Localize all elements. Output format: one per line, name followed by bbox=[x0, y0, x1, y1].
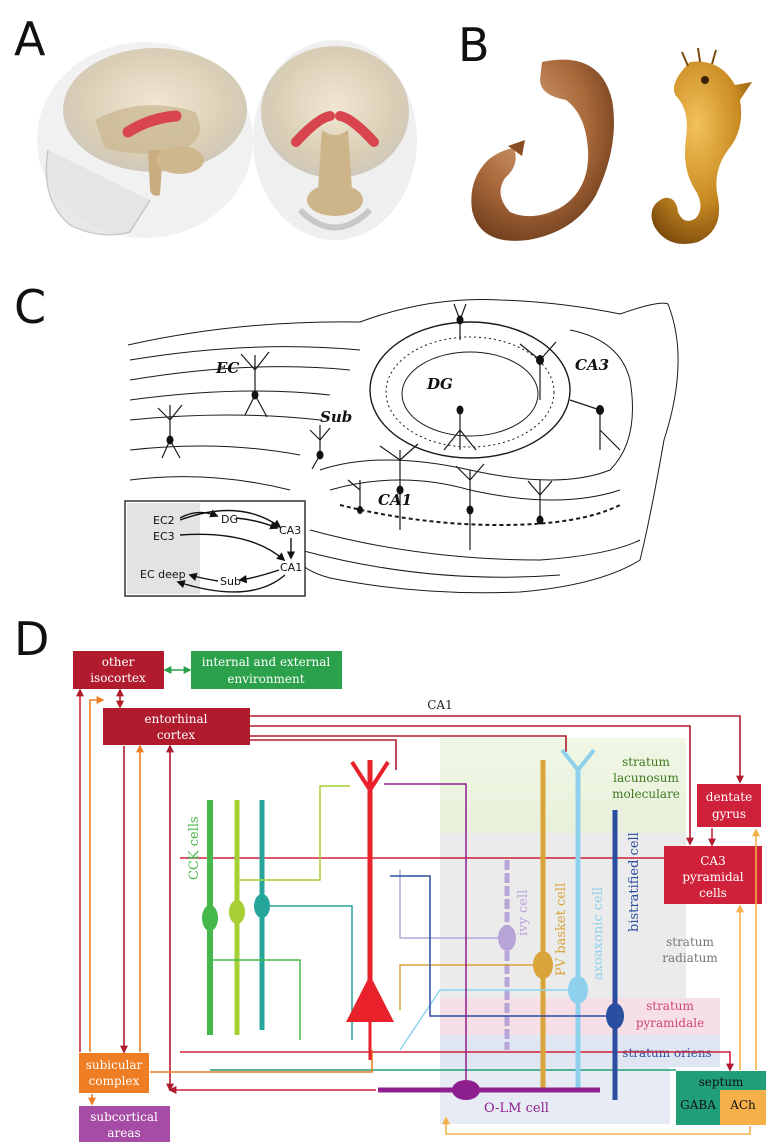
cell-label-olm: O-LM cell bbox=[484, 1101, 549, 1116]
inset-ec3: EC3 bbox=[153, 530, 175, 543]
svg-text:environment: environment bbox=[227, 672, 304, 686]
svg-text:cortex: cortex bbox=[157, 728, 196, 742]
panel-a-brain-frontal bbox=[253, 40, 417, 240]
svg-text:gyrus: gyrus bbox=[712, 807, 746, 821]
svg-text:internal and external: internal and external bbox=[202, 655, 331, 669]
svg-text:dentate: dentate bbox=[706, 790, 752, 804]
inset-ca3: CA3 bbox=[279, 524, 301, 537]
layer-label-slm-2: lacunosum bbox=[613, 771, 679, 785]
box-entorhinal-cortex: entorhinal cortex bbox=[103, 708, 250, 745]
svg-text:cells: cells bbox=[699, 886, 727, 900]
cck-cells bbox=[202, 786, 352, 1040]
diagram-title-ca1: CA1 bbox=[427, 698, 452, 712]
cell-label-bis: bistratified cell bbox=[627, 832, 642, 932]
box-subicular-complex: subicular complex bbox=[79, 1053, 149, 1093]
circuit-inset: EC2 EC3 DG CA3 CA1 Sub EC deep bbox=[125, 501, 305, 596]
box-ca3-pyramidal: CA3 pyramidal cells bbox=[664, 846, 762, 904]
layer-label-slm-1: stratum bbox=[622, 755, 670, 769]
box-dentate-gyrus: dentate gyrus bbox=[697, 784, 761, 827]
region-label-ca1: CA1 bbox=[378, 491, 412, 509]
svg-text:pyramidal: pyramidal bbox=[682, 870, 743, 884]
inset-ca1: CA1 bbox=[280, 561, 302, 574]
svg-text:other: other bbox=[102, 655, 135, 669]
region-label-dg: DG bbox=[426, 375, 453, 393]
region-label-ec: EC bbox=[215, 359, 239, 377]
svg-text:GABA: GABA bbox=[680, 1098, 716, 1112]
svg-text:ACh: ACh bbox=[729, 1098, 756, 1112]
cell-label-ivy: ivy cell bbox=[516, 890, 531, 936]
panel-a-brain-lateral bbox=[37, 42, 253, 238]
layer-label-rad-2: radiatum bbox=[662, 951, 718, 965]
layer-label-oriens: stratum oriens bbox=[622, 1046, 711, 1060]
panel-b-hippocampus-specimen bbox=[471, 60, 614, 241]
svg-text:complex: complex bbox=[89, 1074, 140, 1088]
cell-label-cck: CCK cells bbox=[187, 816, 202, 880]
region-label-sub: Sub bbox=[320, 408, 352, 426]
layer-label-rad-1: stratum bbox=[666, 935, 714, 949]
svg-text:isocortex: isocortex bbox=[90, 671, 146, 685]
ca1-pyramidal-cell bbox=[346, 760, 394, 1060]
inset-dg: DG bbox=[221, 513, 238, 526]
layer-label-slm-3: moleculare bbox=[612, 787, 680, 801]
inset-ec2: EC2 bbox=[153, 514, 175, 527]
box-environment: internal and external environment bbox=[191, 651, 342, 689]
box-subcortical-areas: subcortical areas bbox=[79, 1106, 170, 1142]
box-other-isocortex: other isocortex bbox=[73, 651, 164, 689]
cell-label-pv: PV basket cell bbox=[554, 883, 569, 976]
layer-label-pyr-2: pyramidale bbox=[636, 1016, 704, 1030]
svg-text:CA3: CA3 bbox=[700, 854, 725, 868]
svg-text:subicular: subicular bbox=[86, 1058, 143, 1072]
layer-label-pyr-1: stratum bbox=[646, 999, 694, 1013]
box-septum: septum GABA ACh bbox=[676, 1071, 766, 1125]
svg-text:areas: areas bbox=[107, 1126, 140, 1140]
inset-sub: Sub bbox=[220, 575, 241, 588]
region-label-ca3: CA3 bbox=[575, 356, 609, 374]
svg-text:entorhinal: entorhinal bbox=[145, 712, 208, 726]
inset-ec-deep: EC deep bbox=[140, 568, 186, 581]
panel-b-seahorse bbox=[652, 48, 752, 244]
cell-label-axo: axoaxonic cell bbox=[591, 887, 606, 980]
cck-cell-soma-2 bbox=[229, 900, 245, 924]
cck-cell-soma-1 bbox=[202, 905, 218, 931]
svg-text:septum: septum bbox=[699, 1075, 744, 1089]
svg-text:subcortical: subcortical bbox=[90, 1110, 158, 1124]
